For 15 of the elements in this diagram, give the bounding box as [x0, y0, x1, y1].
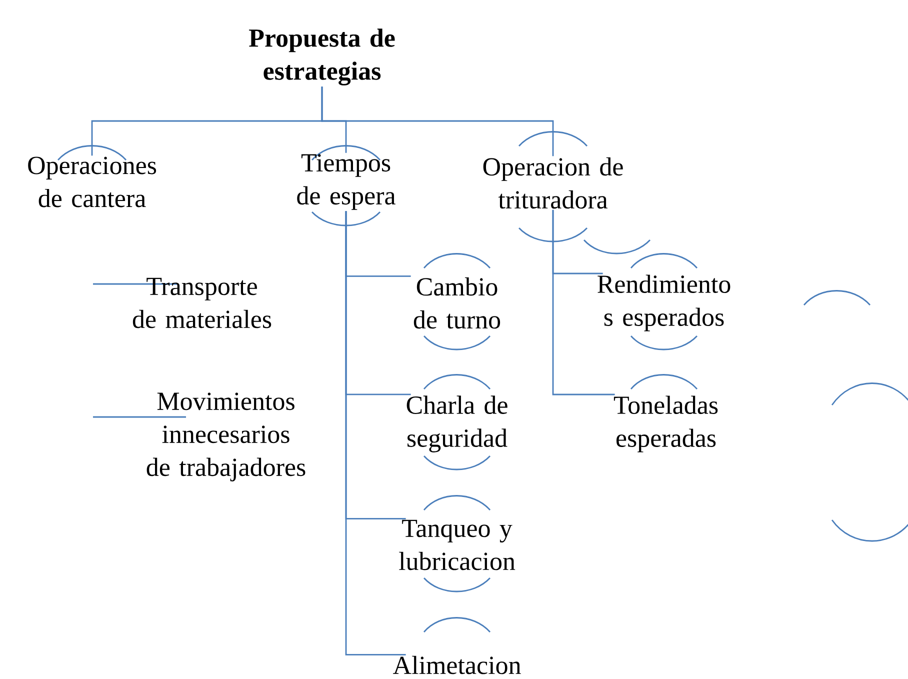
- connector-line: [321, 86, 554, 156]
- item-text: Toneladas esperadas: [614, 396, 718, 452]
- item-text: Alimetacion: [393, 656, 521, 674]
- item-text: Tiempos de espera: [297, 154, 396, 210]
- heading-text: Propuesta de estrategias: [249, 28, 395, 86]
- item-text: Operaciones de cantera: [28, 156, 156, 208]
- item-text: Cambio de turno: [414, 277, 500, 329]
- item-text: Operacion de trituradora: [483, 157, 623, 209]
- item-text: Rendimiento s esperados: [598, 274, 730, 332]
- connector-line: [552, 210, 615, 396]
- item-text: Transporte de materiales: [132, 278, 272, 328]
- item-text: Movimientos innecesarios de trabajadores: [146, 392, 306, 482]
- item-text: Charla de seguridad: [406, 396, 508, 452]
- connector-line: [345, 211, 406, 656]
- item-text: Tanqueo y lubricacion: [399, 520, 516, 570]
